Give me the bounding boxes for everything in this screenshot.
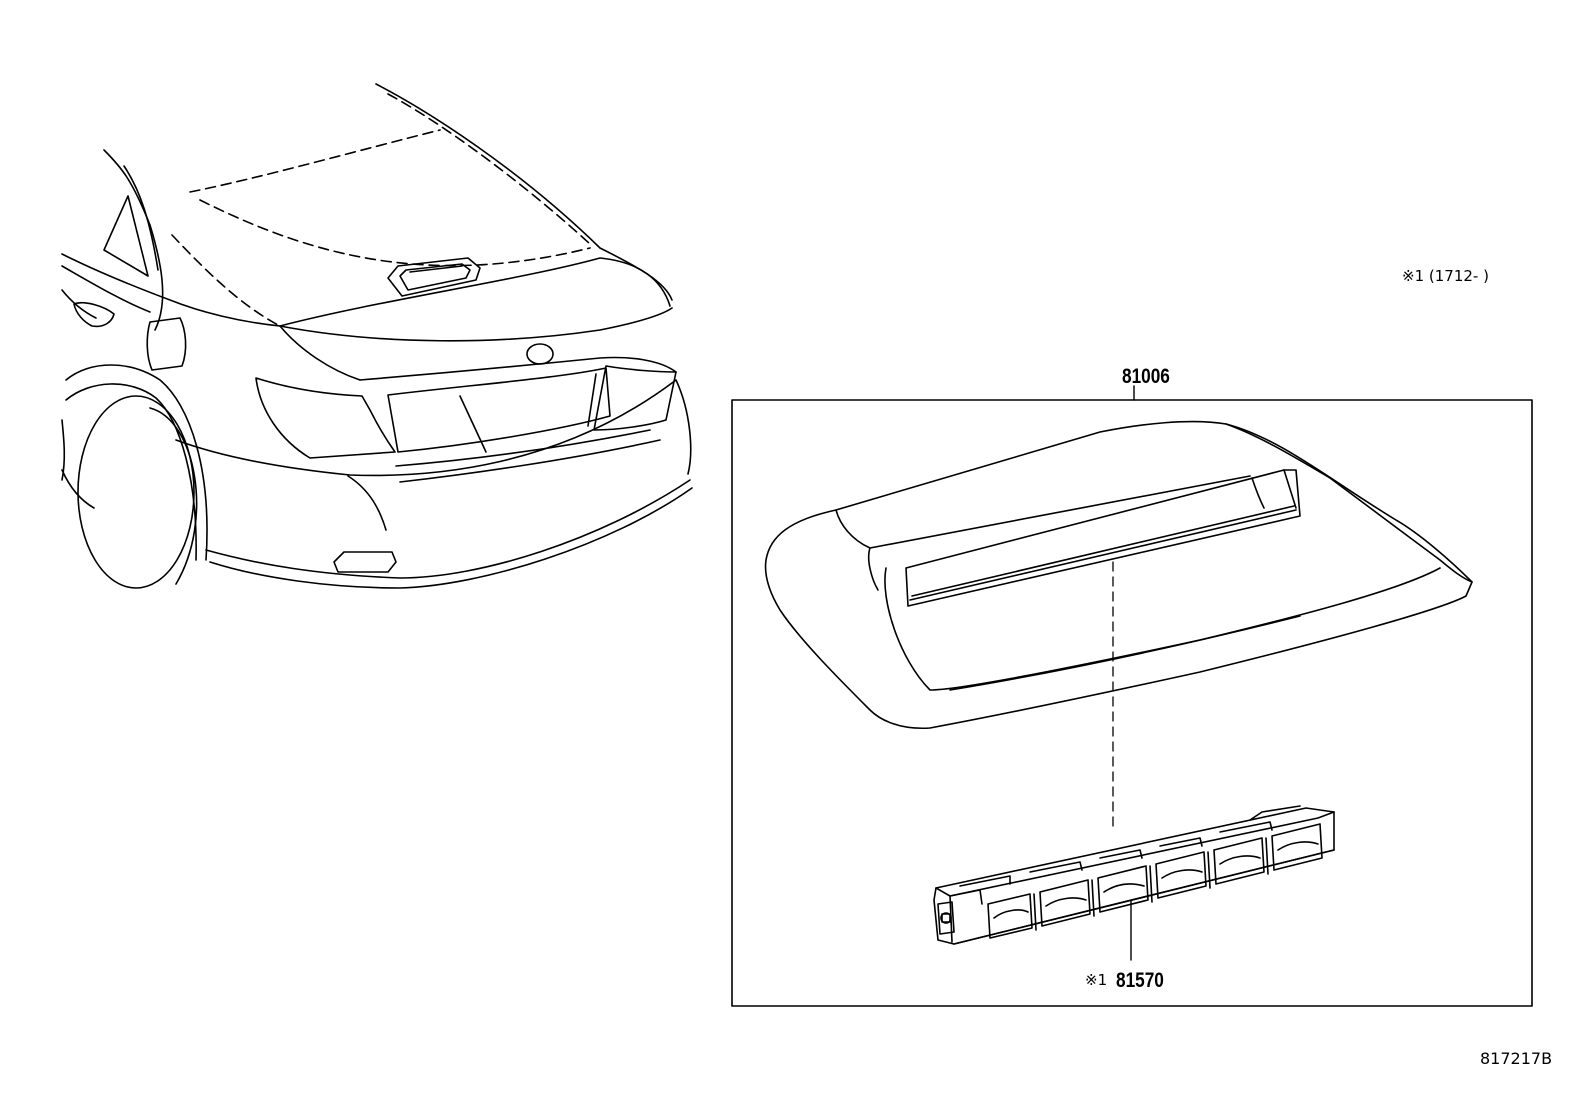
applicability-note: ※1 (1712- ) (1402, 267, 1489, 285)
applicability-mark: ※1 (1085, 971, 1108, 989)
lamp-element-81570 (933, 805, 1335, 945)
diagram-code: 817217B (1480, 1049, 1553, 1068)
stop-lamp-assembly-81006 (764, 420, 1473, 730)
car-illustration (61, 83, 693, 589)
parts-frame (731, 399, 1533, 1007)
part-number-81006[interactable]: 81006 (1122, 365, 1170, 388)
part-number-81570[interactable]: 81570 (1116, 969, 1164, 992)
